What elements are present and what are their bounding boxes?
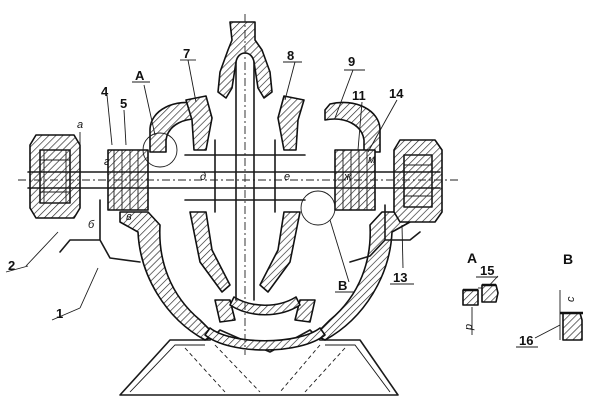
callout-7: 7 — [183, 46, 190, 61]
callout-8: 8 — [287, 48, 294, 63]
callout-15: 15 — [480, 263, 494, 278]
callout-14: 14 — [389, 86, 404, 101]
section-letters: a б в г д е ж м — [77, 119, 376, 231]
section-mark-g: г — [104, 156, 110, 168]
callout-4: 4 — [101, 84, 109, 99]
section-mark-a: a — [77, 119, 83, 131]
section-mark-v: в — [126, 211, 132, 223]
callout-13: 13 — [393, 270, 407, 285]
impeller-body — [184, 21, 306, 301]
callout-5: 5 — [120, 96, 127, 111]
section-mark-d: д — [200, 171, 206, 183]
detail-mark-b: B — [338, 278, 347, 293]
detail-view-b: B с — [559, 251, 583, 341]
section-mark-b: б — [88, 219, 95, 231]
callout-16: 16 — [519, 333, 533, 348]
detail-circles — [142, 132, 336, 226]
section-mark-m: м — [368, 154, 376, 166]
callout-2: 2 — [8, 258, 15, 273]
base-stand — [119, 329, 399, 396]
pump-shaft — [18, 14, 460, 355]
callout-9: 9 — [348, 54, 355, 69]
detail-view-b-title: B — [563, 251, 573, 267]
left-bearing-housing — [29, 134, 81, 219]
callout-11: 11 — [352, 88, 366, 103]
section-mark-zh: ж — [343, 171, 352, 183]
detail-mark-a: A — [135, 68, 145, 83]
section-mark-p: р — [463, 324, 475, 331]
detail-view-a-title: A — [467, 250, 477, 266]
detail-marks: A B — [132, 68, 355, 293]
section-mark-e: е — [284, 171, 290, 183]
right-bearing-housing — [393, 139, 443, 223]
callout-1: 1 — [56, 306, 63, 321]
pump-casing — [119, 101, 411, 351]
section-mark-c: с — [565, 296, 577, 302]
detail-view-a: A р — [462, 250, 499, 335]
callout-labels: 1 2 4 5 7 8 9 11 14 13 15 16 — [5, 46, 538, 348]
